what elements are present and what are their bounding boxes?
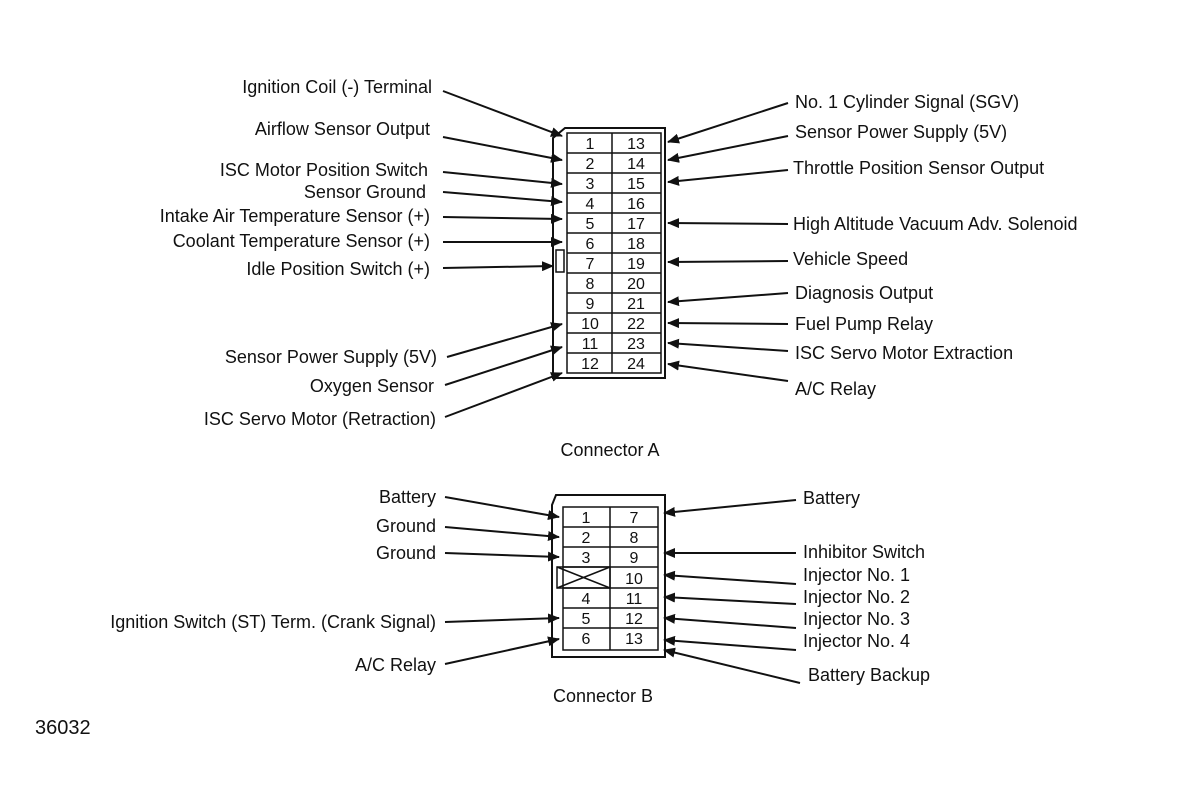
connector-a-right-label: ISC Servo Motor Extraction <box>795 343 1013 363</box>
connector-a-latch <box>555 249 565 273</box>
figure-number: 36032 <box>35 717 91 739</box>
connector-a-left-label: Airflow Sensor Output <box>255 119 430 139</box>
connector-a-left-label: Intake Air Temperature Sensor (+) <box>160 206 430 226</box>
connector-a-pin: 22 <box>627 316 645 333</box>
connector-a-pin: 12 <box>581 356 599 373</box>
connector-b-blank-cavity <box>556 566 611 589</box>
connector-a-pin: 18 <box>627 236 645 253</box>
connector-b-pin: 5 <box>582 611 591 628</box>
connector-a-right-label: Throttle Position Sensor Output <box>793 158 1044 178</box>
connector-a-pin: 10 <box>581 316 599 333</box>
connector-b-right-label: Injector No. 1 <box>803 565 910 585</box>
connector-b-left-label: A/C Relay <box>355 655 436 675</box>
connector-a-pin: 6 <box>586 236 595 253</box>
connector-a: 1 2 3 4 5 6 7 8 9 10 11 12 13 14 15 16 1… <box>160 77 1078 460</box>
connector-a-pin: 14 <box>627 156 645 173</box>
connector-a-right-label: Fuel Pump Relay <box>795 314 933 334</box>
connector-a-pin: 8 <box>586 276 595 293</box>
connector-b-right-label: Battery <box>803 488 860 508</box>
connector-b-pin: 11 <box>626 591 643 608</box>
connector-b-right-label: Injector No. 2 <box>803 587 910 607</box>
connector-b-pin: 12 <box>625 611 643 628</box>
connector-a-pin: 5 <box>586 216 595 233</box>
connector-a-pin: 1 <box>586 136 595 153</box>
connector-a-right-label: Sensor Power Supply (5V) <box>795 122 1007 142</box>
connector-b-right-label: Inhibitor Switch <box>803 542 925 562</box>
connector-a-left-label: Oxygen Sensor <box>310 376 434 396</box>
connector-b: 1 2 3 4 5 6 7 8 9 10 11 12 13 Battery Gr… <box>110 487 930 706</box>
connector-b-left-label: Ground <box>376 516 436 536</box>
connector-a-pin: 15 <box>627 176 645 193</box>
connector-a-pin: 3 <box>586 176 595 193</box>
connector-a-pin: 4 <box>586 196 595 213</box>
connector-a-pin: 20 <box>627 276 645 293</box>
connector-b-caption: Connector B <box>553 686 653 706</box>
connector-b-right-leaders <box>663 499 801 684</box>
connector-b-left-leaders <box>444 496 560 665</box>
connector-a-pin: 11 <box>582 336 599 353</box>
connector-b-right-label: Injector No. 4 <box>803 631 910 651</box>
connector-a-pin: 23 <box>627 336 645 353</box>
connector-a-right-leaders <box>667 102 789 382</box>
connector-a-pin: 7 <box>586 256 595 273</box>
connector-a-pin: 13 <box>627 136 645 153</box>
connector-a-pin: 21 <box>627 296 645 313</box>
connector-a-pin: 16 <box>627 196 645 213</box>
connector-a-pin: 9 <box>586 296 595 313</box>
connector-b-pin: 10 <box>625 571 643 588</box>
connector-a-pin: 19 <box>627 256 645 273</box>
connector-b-pin: 6 <box>582 631 591 648</box>
connector-b-pin: 2 <box>582 530 591 547</box>
connector-a-row-dividers <box>567 152 661 354</box>
connector-b-pin: 13 <box>625 631 643 648</box>
connector-b-pin: 3 <box>582 550 591 567</box>
connector-a-pin: 24 <box>627 356 645 373</box>
connector-a-right-label: No. 1 Cylinder Signal (SGV) <box>795 92 1019 112</box>
connector-a-caption: Connector A <box>560 440 659 460</box>
connector-a-right-label: Vehicle Speed <box>793 249 908 269</box>
connector-a-right-label: A/C Relay <box>795 379 876 399</box>
connector-a-pin: 2 <box>586 156 595 173</box>
connector-b-pin: 1 <box>582 510 591 527</box>
connector-b-pin: 9 <box>630 550 639 567</box>
connector-b-left-label: Battery <box>379 487 436 507</box>
connector-b-right-label: Injector No. 3 <box>803 609 910 629</box>
connector-a-right-label: High Altitude Vacuum Adv. Solenoid <box>793 214 1078 234</box>
connector-a-left-label: Ignition Coil (-) Terminal <box>242 77 432 97</box>
connector-b-pin: 8 <box>630 530 639 547</box>
connector-b-pin: 4 <box>582 591 591 608</box>
connector-b-right-label: Battery Backup <box>808 665 930 685</box>
connector-a-left-label: Sensor Power Supply (5V) <box>225 347 437 367</box>
connector-a-right-label: Diagnosis Output <box>795 283 933 303</box>
connector-a-left-label: Sensor Ground <box>304 182 426 202</box>
connector-a-left-leaders <box>442 90 563 418</box>
connector-b-housing <box>551 494 666 658</box>
connector-a-left-label: ISC Motor Position Switch <box>220 160 428 180</box>
connector-a-left-label: Idle Position Switch (+) <box>246 259 430 279</box>
connector-b-left-label: Ignition Switch (ST) Term. (Crank Signal… <box>110 612 436 632</box>
connector-b-left-label: Ground <box>376 543 436 563</box>
connector-a-left-label: Coolant Temperature Sensor (+) <box>173 231 430 251</box>
connector-a-pin: 17 <box>627 216 645 233</box>
connector-a-left-label: ISC Servo Motor (Retraction) <box>204 409 436 429</box>
connector-b-pin: 7 <box>630 510 639 527</box>
